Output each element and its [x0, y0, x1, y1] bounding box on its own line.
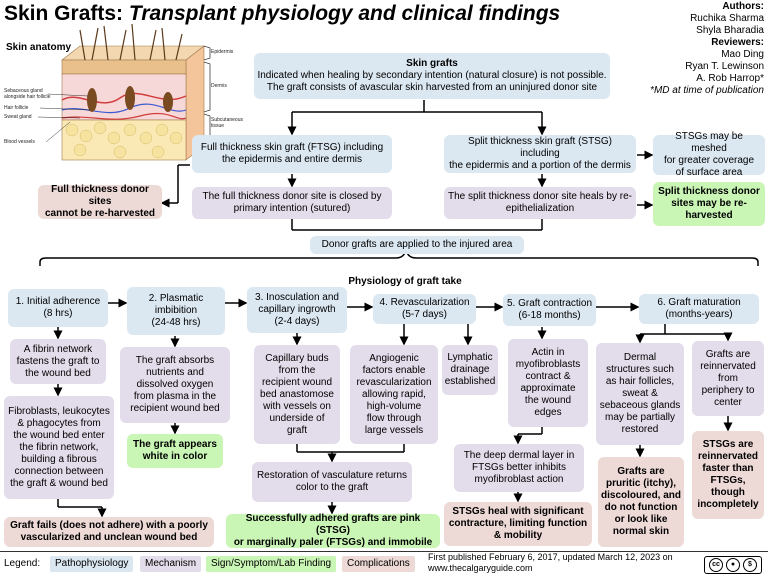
authors-label: Authors:	[722, 1, 764, 12]
stage-1-box: 1. Initial adherence (8 hrs)	[8, 289, 108, 327]
white-color-box: The graft appears white in color	[127, 434, 223, 468]
title-subtitle: Transplant physiology and clinical findi…	[128, 2, 561, 25]
stage-3-box: 3. Inosculation and capillary ingrowth (…	[247, 287, 347, 333]
nc-icon: $	[743, 558, 757, 572]
legend: Legend: Pathophysiology Mechanism Sign/S…	[0, 551, 768, 577]
skin-grafts-intro-title: Skin grafts	[406, 58, 458, 69]
fibrin-box: A fibrin network fastens the graft to th…	[10, 339, 106, 384]
capillary-buds-box: Capillary buds from the recipient wound …	[254, 345, 340, 444]
ft-closed-box: The full thickness donor site is closed …	[192, 187, 392, 219]
reinnervated-box: Grafts are reinnervated from periphery t…	[692, 341, 764, 416]
cc-icon: cc	[709, 558, 723, 572]
stsg-mesh-box: STSGs may be meshed for greater coverage…	[653, 131, 765, 178]
authors-block: Authors: Ruchika Sharma Shyla Bharadia R…	[650, 1, 764, 97]
label-subcutaneous: Subcutaneous tissue	[211, 117, 243, 129]
physiology-heading: Physiology of graft take	[348, 276, 462, 287]
by-icon: ●	[726, 558, 740, 572]
stsg-reinnervation-box: STSGs are reinnervated faster than FTSGs…	[692, 431, 764, 519]
pruritic-box: Grafts are pruritic (itchy), discoloured…	[598, 457, 684, 547]
legend-label: Legend:	[4, 558, 41, 569]
stsg-contracture-box: STSGs heal with significant contracture,…	[444, 502, 592, 546]
label-hair-follicle: Hair follicle	[4, 105, 29, 111]
authors-names: Ruchika Sharma Shyla Bharadia	[690, 13, 764, 36]
legend-sign: Sign/Symptom/Lab Finding	[206, 556, 337, 572]
dermal-structures-box: Dermal structures such as hair follicles…	[596, 343, 684, 445]
stsg-box: Split thickness skin graft (STSG) includ…	[444, 135, 636, 173]
label-epidermis: Epidermis	[211, 49, 234, 55]
ft-no-reharvest-box: Full thickness donor sites cannot be re-…	[38, 184, 162, 219]
actin-box: Actin in myofibroblasts contract & appro…	[508, 339, 588, 427]
label-sweat-gland: Sweat gland	[4, 114, 32, 120]
stage-6-box: 6. Graft maturation (months-years)	[639, 294, 759, 324]
legend-mechanism: Mechanism	[140, 556, 202, 572]
stage-4-box: 4. Revascularization (5-7 days)	[373, 294, 476, 324]
stage-2-box: 2. Plasmatic imbibition (24-48 hrs)	[127, 287, 225, 335]
footer-text: First published February 6, 2017, update…	[428, 552, 673, 573]
page-title: Skin Grafts: Transplant physiology and c…	[4, 2, 560, 26]
legend-pathophysiology: Pathophysiology	[50, 556, 134, 572]
reviewers-names: Mao Ding Ryan T. Lewinson A. Rob Harrop*	[685, 49, 764, 84]
label-dermis: Dermis	[211, 83, 227, 89]
pink-graft-box: Successfully adhered grafts are pink (ST…	[226, 513, 440, 548]
cc-license-icon[interactable]: cc ● $	[704, 556, 762, 574]
reviewers-label: Reviewers:	[711, 37, 764, 48]
st-heal-box: The split thickness donor site heals by …	[444, 187, 636, 219]
absorbs-box: The graft absorbs nutrients and dissolve…	[120, 347, 230, 423]
deep-dermal-box: The deep dermal layer in FTSGs better in…	[454, 444, 584, 492]
applied-box: Donor grafts are applied to the injured …	[310, 236, 524, 254]
skin-grafts-intro-text: Indicated when healing by secondary inte…	[257, 70, 607, 93]
legend-complications: Complications	[342, 556, 415, 572]
authors-note: *MD at time of publication	[650, 85, 764, 96]
stage-5-box: 5. Graft contraction (6-18 months)	[503, 294, 596, 326]
ftsg-box: Full thickness skin graft (FTSG) includi…	[192, 135, 392, 173]
skin-anatomy-title: Skin anatomy	[6, 42, 72, 53]
st-reharvest-box: Split thickness donor sites may be re- h…	[653, 182, 765, 226]
label-sebaceous: Sebaceous gland alongside hair follicle	[4, 88, 51, 100]
angiogenic-box: Angiogenic factors enable revascularizat…	[350, 345, 438, 444]
label-blood-vessels: Blood vessels	[4, 139, 35, 145]
graft-fails-box: Graft fails (does not adhere) with a poo…	[4, 517, 214, 547]
skin-anatomy-illustration	[37, 23, 211, 161]
title-main: Skin Grafts:	[4, 2, 124, 25]
skin-grafts-intro: Skin grafts Indicated when healing by se…	[254, 53, 610, 99]
restoration-box: Restoration of vasculature returns color…	[252, 462, 412, 502]
lymphatic-box: Lymphatic drainage established	[442, 345, 498, 395]
fibroblasts-box: Fibroblasts, leukocytes & phagocytes fro…	[4, 396, 114, 499]
